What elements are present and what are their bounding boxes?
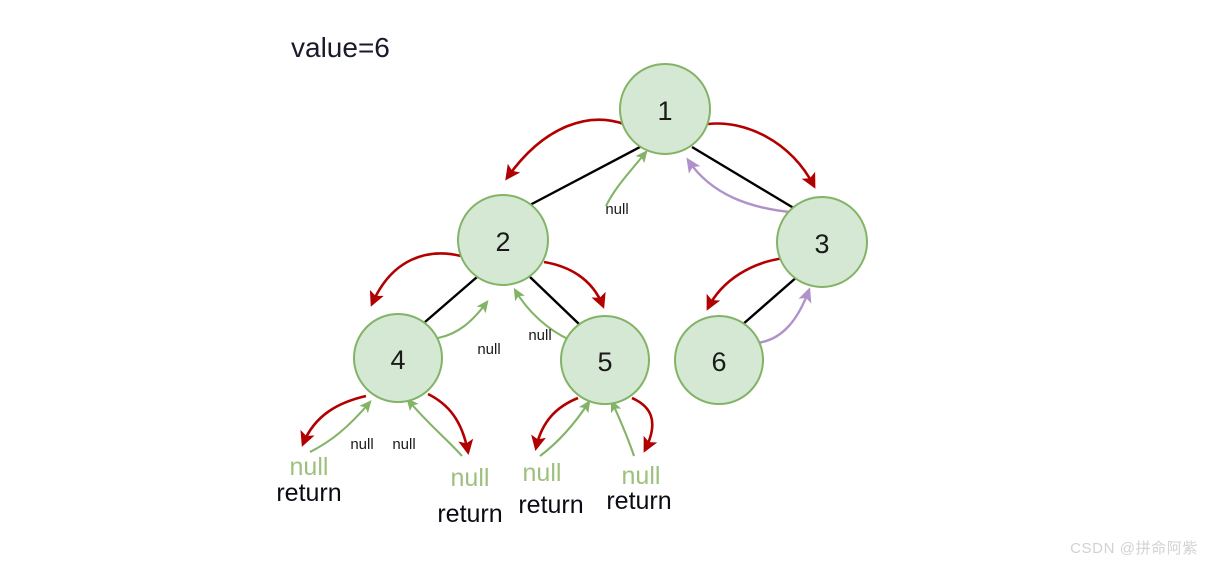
call-arrow-5-nullright1 (531, 396, 579, 451)
node-circle (457, 194, 549, 286)
leaf-result: null return (437, 464, 502, 528)
tree-edge-2-4 (424, 276, 478, 323)
call-arrow-4-nullleft2 (427, 392, 474, 455)
tree-node-4[interactable]: 4 (353, 313, 443, 403)
return-arrow-4-2 (437, 300, 489, 340)
found-arrow-6-3 (756, 287, 812, 345)
leaf-return-label: return (437, 500, 502, 528)
tree-edge-1-2 (527, 145, 641, 208)
node-label: 4 (390, 345, 405, 375)
edge-labels-group: null null null null null (350, 201, 628, 453)
tree-node-1[interactable]: 1 (619, 63, 711, 155)
edge-label-null: null (605, 201, 628, 218)
leaf-result: null return (276, 453, 341, 507)
leaf-null-label: null (622, 462, 661, 490)
call-arrow-2-5 (543, 260, 606, 309)
node-label: 3 (814, 229, 829, 259)
call-arrow-1-2 (505, 118, 625, 181)
edge-label-null: null (528, 327, 551, 344)
call-arrows-group (300, 118, 816, 455)
edge-label-null: null (392, 436, 415, 453)
edge-label-null: null (350, 436, 373, 453)
tree-node-3[interactable]: 3 (776, 196, 868, 288)
return-arrow-nullright2-5 (610, 399, 635, 457)
leaf-result: null return (518, 459, 583, 519)
tree-edge-3-6 (741, 275, 799, 326)
edge-label-null: null (477, 341, 500, 358)
call-arrow-1-3 (707, 122, 816, 189)
node-label: 2 (495, 227, 510, 257)
call-arrow-2-4 (369, 252, 462, 307)
node-circle (674, 315, 764, 405)
page-title: value=6 (291, 32, 390, 63)
return-arrows-group (309, 150, 648, 457)
node-label: 6 (711, 347, 726, 377)
watermark: CSDN @拼命阿紫 (1070, 540, 1198, 557)
node-circle (619, 63, 711, 155)
leaf-return-label: return (606, 487, 671, 515)
call-arrow-5-nullright2 (631, 396, 658, 453)
tree-edges-group (424, 145, 799, 326)
tree-node-6[interactable]: 6 (674, 315, 764, 405)
leaf-null-label: null (451, 464, 490, 492)
leaf-null-label: null (290, 453, 329, 481)
node-label: 1 (657, 96, 672, 126)
node-circle (776, 196, 868, 288)
tree-edge-2-5 (529, 276, 581, 326)
return-arrow-2-1 (605, 150, 648, 207)
tree-edge-1-3 (691, 145, 798, 212)
tree-node-2[interactable]: 2 (457, 194, 549, 286)
node-circle (560, 315, 650, 405)
call-arrow-4-nullleft1 (300, 394, 367, 447)
found-arrows-group (686, 157, 812, 345)
leaf-results-group: null return null return null return null… (276, 453, 671, 528)
leaf-return-label: return (276, 479, 341, 507)
leaf-return-label: return (518, 491, 583, 519)
leaf-null-label: null (523, 459, 562, 487)
node-circle (353, 313, 443, 403)
leaf-result: null return (606, 462, 671, 515)
return-arrow-5-2 (513, 287, 571, 341)
call-arrow-3-6 (706, 256, 786, 311)
tree-node-5[interactable]: 5 (560, 315, 650, 405)
node-label: 5 (597, 347, 612, 377)
tree-nodes-group: 1 2 3 4 5 6 (353, 63, 868, 405)
return-arrow-nullright1-5 (539, 399, 591, 457)
found-arrow-3-1 (686, 157, 791, 214)
return-arrow-nullleft1-4 (309, 400, 372, 453)
return-arrow-nullleft2-4 (406, 398, 463, 457)
